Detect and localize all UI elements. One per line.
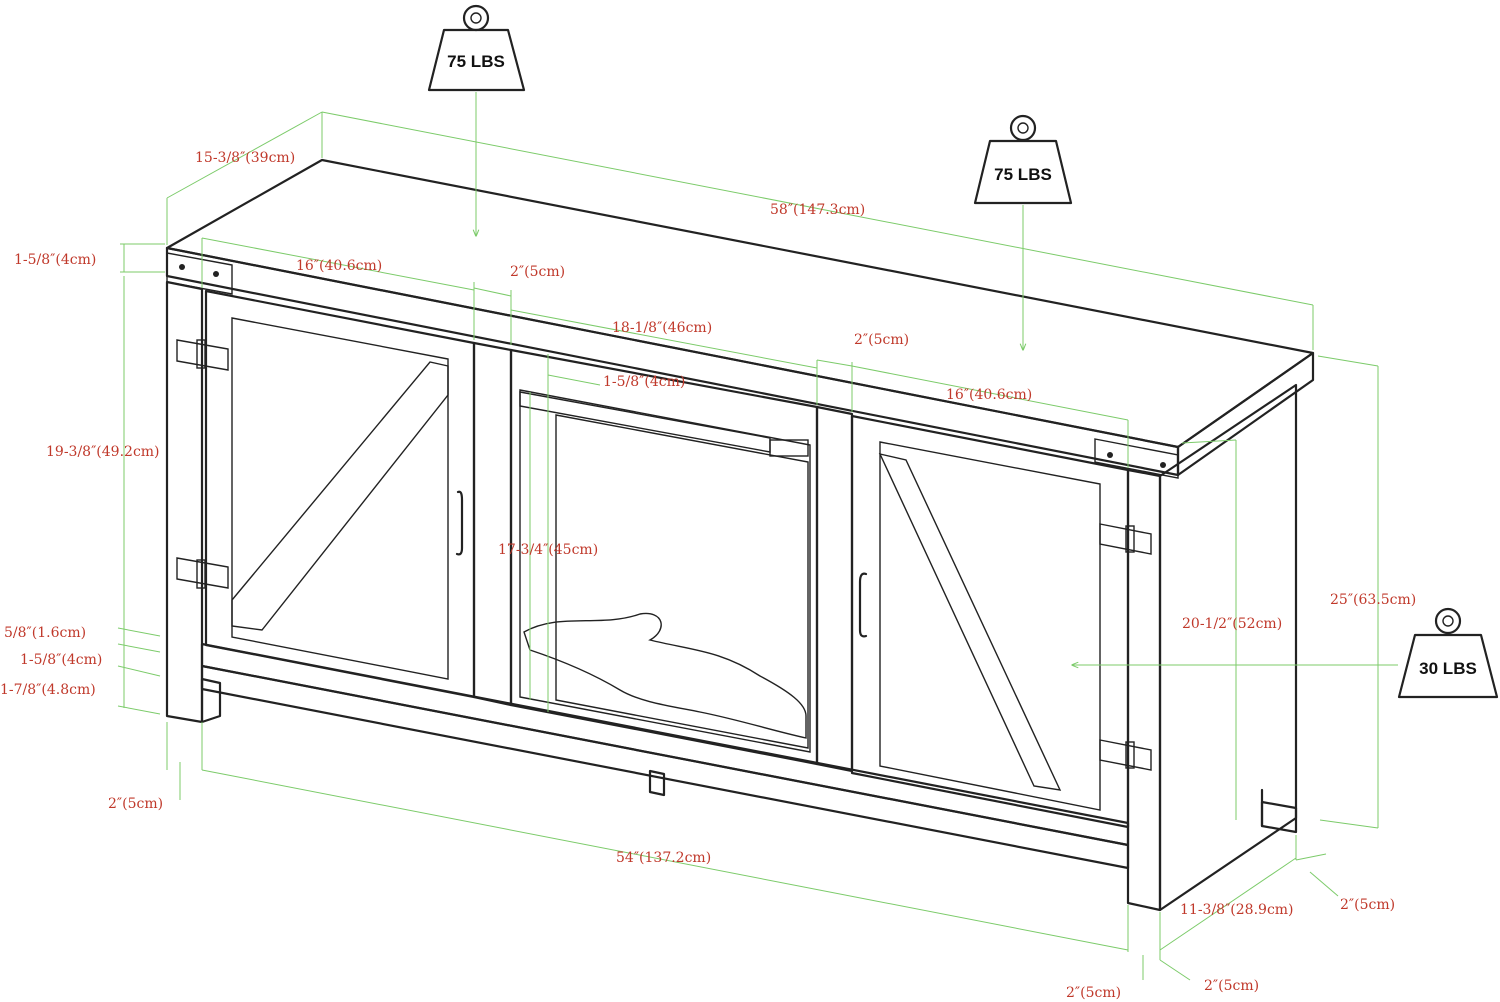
- right-door-handle: [858, 572, 868, 638]
- corner-plate-right: [1094, 438, 1179, 479]
- right-back-leg: [1260, 800, 1298, 834]
- bolt-icon: [1160, 462, 1166, 468]
- left-leg: [200, 677, 222, 724]
- dim-leg-width-bottom-b: 2″(5cm): [1204, 978, 1259, 994]
- bolt-icon: [213, 271, 219, 277]
- weight-icon-top-right: 75 LBS: [973, 114, 1073, 350]
- weight-label: 75 LBS: [447, 52, 505, 71]
- right-side-panel: [1158, 383, 1298, 912]
- weight-icon-shelf: 30 LBS: [1072, 607, 1499, 699]
- dim-total-height: 25″(63.5cm): [1330, 592, 1416, 608]
- bolt-icon: [179, 264, 185, 270]
- dim-leg-depth-right: 2″(5cm): [1340, 897, 1395, 913]
- dim-fireplace-frame: 1-5/8″(4cm): [603, 374, 685, 390]
- weight-label: 30 LBS: [1419, 659, 1477, 678]
- hinge-icon: [1099, 523, 1152, 555]
- left-door-brace: [231, 361, 449, 631]
- fireplace-vent: [519, 391, 771, 453]
- center-post-right: [815, 405, 854, 773]
- dim-leg-width-left: 2″(5cm): [108, 796, 163, 812]
- right-front-post: [1126, 468, 1162, 912]
- weight-icon-top-left: 75 LBS: [427, 4, 526, 236]
- weight-label: 75 LBS: [994, 165, 1052, 184]
- center-post-left: [472, 341, 513, 707]
- dim-left-door-width: 16″(40.6cm): [296, 258, 382, 274]
- fireplace-logs: [523, 612, 807, 739]
- corner-plate-left: [166, 252, 233, 295]
- dim-interior-height: 20-1/2″(52cm): [1182, 616, 1282, 632]
- left-door: [204, 289, 476, 699]
- dimension-labels: 15-3/8″(39cm) 58″(147.3cm) 1-5/8″(4cm) 1…: [0, 150, 1416, 1001]
- dim-inner-width: 54″(137.2cm): [616, 850, 711, 866]
- dim-total-width: 58″(147.3cm): [770, 202, 865, 218]
- bolt-icon: [1107, 452, 1113, 458]
- right-door-brace: [878, 452, 1062, 791]
- dim-cabinet-height: 19-3/8″(49.2cm): [46, 444, 160, 460]
- top-surface: [165, 158, 1315, 449]
- dim-shelf-thickness: 5/8″(1.6cm): [4, 625, 86, 641]
- bottom-shelf: [200, 642, 1130, 847]
- fireplace-opening: [555, 414, 809, 749]
- dim-leg-height: 1-7/8″(4.8cm): [0, 682, 96, 698]
- bottom-rail: [200, 664, 1130, 870]
- right-door-glass: [879, 441, 1101, 811]
- dim-depth-top: 15-3/8″(39cm): [195, 150, 295, 166]
- top-side-edge: [1176, 351, 1315, 477]
- tv-stand-drawing: [165, 158, 1315, 912]
- dim-fireplace-width: 18-1/8″(46cm): [612, 320, 712, 336]
- dim-right-door-width: 16″(40.6cm): [946, 387, 1032, 403]
- center-leg: [648, 769, 666, 797]
- left-door-glass: [231, 317, 449, 680]
- fireplace-frame: [509, 348, 819, 766]
- dim-rail-height: 1-5/8″(4cm): [20, 652, 102, 668]
- right-door: [850, 414, 1130, 829]
- dim-leg-width-bottom-a: 2″(5cm): [1066, 985, 1121, 1001]
- fireplace-control-panel: [769, 439, 809, 457]
- dim-fireplace-height: 17-3/4″(45cm): [498, 542, 598, 558]
- fireplace-insert: [519, 389, 811, 753]
- dim-inner-depth: 11-3/8″(28.9cm): [1180, 902, 1294, 918]
- dim-center-post-right: 2″(5cm): [854, 332, 909, 348]
- left-door-handle: [455, 490, 464, 556]
- top-front-edge: [165, 246, 1180, 477]
- hinge-icon: [1099, 739, 1152, 771]
- hinge-icon: [176, 339, 229, 371]
- hinge-icon: [176, 557, 229, 589]
- dimension-lines: [117, 111, 1379, 981]
- dim-center-post-left: 2″(5cm): [510, 264, 565, 280]
- dim-top-thickness: 1-5/8″(4cm): [14, 252, 96, 268]
